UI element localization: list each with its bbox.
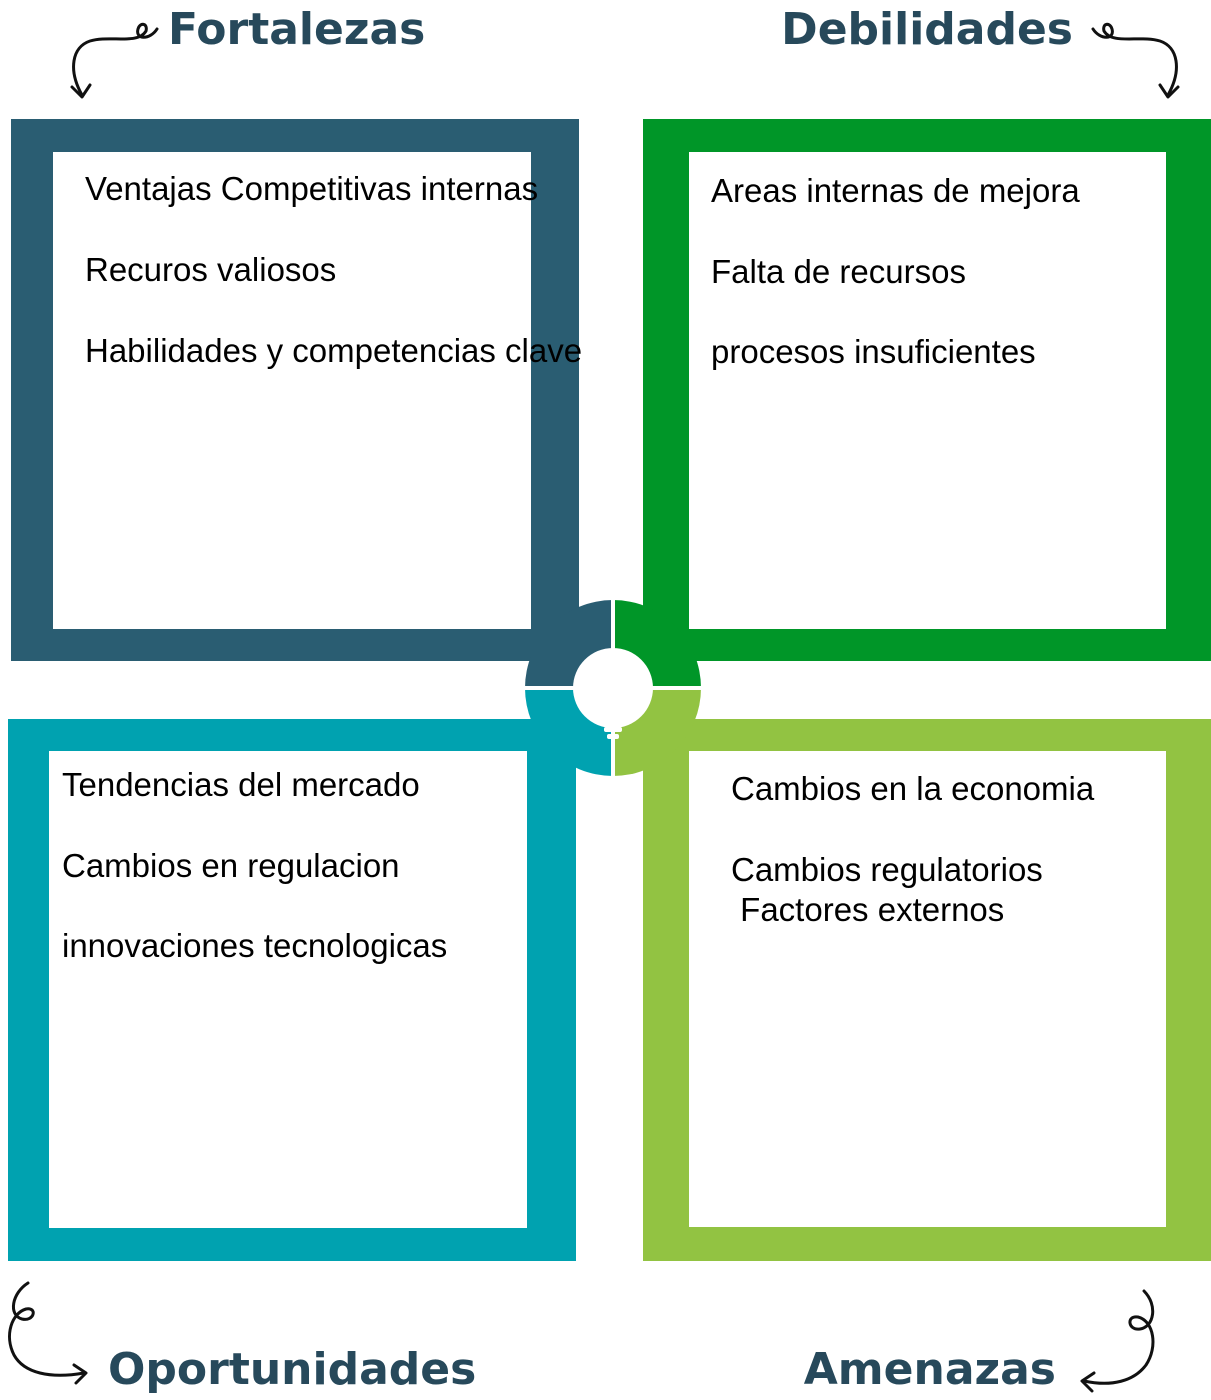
debilidades-title: Debilidades — [781, 4, 1073, 55]
debilidades-curl-arrow-icon — [1091, 22, 1180, 99]
fortalezas-curl-arrow-icon — [70, 22, 159, 99]
amenazas-box — [643, 719, 1211, 1261]
oportunidades-box — [8, 719, 576, 1261]
oportunidades-item: Cambios en regulacion — [62, 847, 400, 884]
debilidades-item: procesos insuficientes — [711, 333, 1036, 370]
debilidades-item: Falta de recursos — [711, 253, 966, 290]
oportunidades-item: Tendencias del mercado — [62, 766, 420, 803]
amenazas-curl-arrow-icon — [1080, 1289, 1155, 1393]
fortalezas-item: Habilidades y competencias clave — [85, 332, 583, 369]
fortalezas-item: Recuros valiosos — [85, 251, 337, 288]
oportunidades-curl-arrow-icon — [8, 1281, 88, 1385]
lightbulb-icon — [585, 653, 641, 739]
amenazas-title: Amenazas — [803, 1344, 1056, 1395]
debilidades-box — [643, 119, 1211, 661]
amenazas-item: Factores externos — [731, 891, 1005, 928]
amenazas-item: Cambios regulatorios — [731, 851, 1043, 888]
debilidades-item: Areas internas de mejora — [711, 172, 1080, 209]
fortalezas-title: Fortalezas — [168, 4, 426, 55]
oportunidades-title: Oportunidades — [108, 1344, 477, 1395]
fortalezas-box — [11, 119, 579, 661]
oportunidades-item: innovaciones tecnologicas — [62, 927, 448, 964]
amenazas-item: Cambios en la economia — [731, 770, 1095, 807]
fortalezas-item: Ventajas Competitivas internas — [85, 170, 539, 207]
